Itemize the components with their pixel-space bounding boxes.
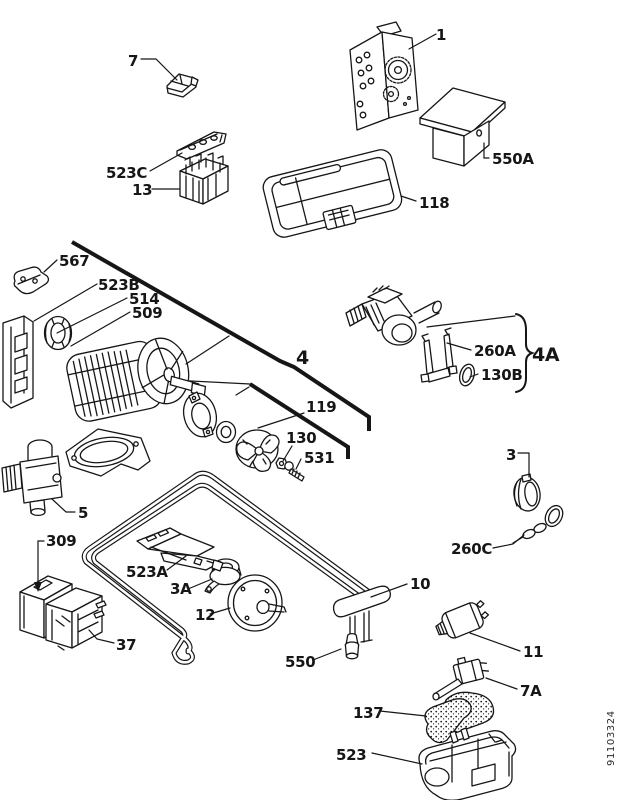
pressure-switch-part [227,574,287,632]
leader-523 [371,752,423,765]
leader-137 [379,710,427,717]
seal-ring-part [215,420,237,444]
part-label-550: 550 [285,653,315,671]
fork-bracket-part [420,327,458,383]
part-label-10: 10 [410,575,430,593]
leader-11 [469,632,521,652]
part-label-37: 37 [116,636,136,654]
part-label-523: 523 [336,746,366,764]
part-label-137: 137 [353,704,383,722]
part-label-118: 118 [419,194,449,212]
leader-514 [56,297,128,334]
part-label-309: 309 [46,532,76,550]
leader-5 [51,498,76,513]
leader-3 [517,452,530,478]
part-label-550A: 550A [492,150,534,168]
gasket-bracket-part [13,266,50,295]
part-label-12: 12 [195,606,215,624]
motor-part [66,337,207,422]
leader-509 [70,311,131,347]
microswitch-part [432,656,490,701]
sponge-part [424,691,495,744]
leader-37 [88,629,115,644]
document-number-watermark: 91103324 [606,710,617,766]
leader-130 [282,445,293,462]
leader-lines [33,33,536,765]
part-label-523A: 523A [126,563,168,581]
leader-523B [33,283,98,322]
part-label-119: 119 [306,398,336,416]
leader-motor [185,335,230,365]
part-label-567: 567 [59,252,89,270]
part-label-509: 509 [132,304,162,322]
impeller-screw-part [284,461,305,482]
part-label-3A: 3A [170,580,192,598]
part-label-5: 5 [78,504,88,522]
part-label-514: 514 [129,290,159,308]
part-label-4A: 4A [532,344,560,366]
control-module-part [262,149,403,238]
leader-260A [446,342,472,351]
leader-309-arrow [34,582,42,592]
part-label-3: 3 [506,446,516,464]
part-label-531: 531 [304,449,334,467]
axis-line-motor [71,240,371,431]
axis-line-pump [248,382,350,459]
part-label-260C: 260C [451,540,492,558]
cover-box-part [419,87,506,167]
part-label-523B: 523B [98,276,140,294]
part-label-130B: 130B [481,366,523,384]
inlet-valve-part [1,439,63,517]
heating-element-part [81,470,391,665]
part-labels: 7 1 523C 13 550A 118 567 523B 514 509 4 … [46,26,560,764]
leader-volute [235,386,250,396]
capacitor-part [435,600,490,639]
motor-gasket-part [65,428,151,477]
base-housing-part [418,727,517,800]
clamp-strip-part [176,131,227,160]
part-label-260A: 260A [474,342,516,360]
terminal-block-part [179,152,229,205]
part-label-523C: 523C [106,164,147,182]
part-label-130: 130 [286,429,316,447]
leader-1 [408,33,437,50]
part-label-7A: 7A [520,682,542,700]
mounting-plate-part [2,315,34,409]
leader-4A-group [426,315,516,328]
relay-part [45,587,107,651]
leader-130B [469,373,479,378]
check-valve-part [513,473,541,512]
leader-260C [492,534,525,549]
pump-volute-part [182,391,218,438]
part-label-7: 7 [128,52,138,70]
drain-pump-part [345,285,442,346]
leader-531 [295,458,302,470]
grommet-part [344,632,360,660]
leader-119 [257,412,305,429]
leader-3A [187,578,213,590]
leader-550 [312,648,342,661]
leader-12 [209,607,231,615]
part-label-4: 4 [296,347,309,369]
leader-523C [149,152,183,172]
leader-550A [483,142,490,159]
leader-10 [370,583,408,598]
brace-4A [515,313,536,393]
timer-part [349,21,419,131]
connector-plug-part [166,73,199,98]
part-label-13: 13 [132,181,152,199]
leader-7A [485,677,518,690]
part-label-1: 1 [436,26,446,44]
leader-309 [37,540,45,584]
support-bracket-part [136,527,224,572]
leader-523A [166,555,187,571]
impeller-part [235,429,280,473]
leader-118 [400,195,417,202]
part-label-11: 11 [523,643,543,661]
leader-567 [43,259,58,273]
leader-7 [140,58,178,81]
